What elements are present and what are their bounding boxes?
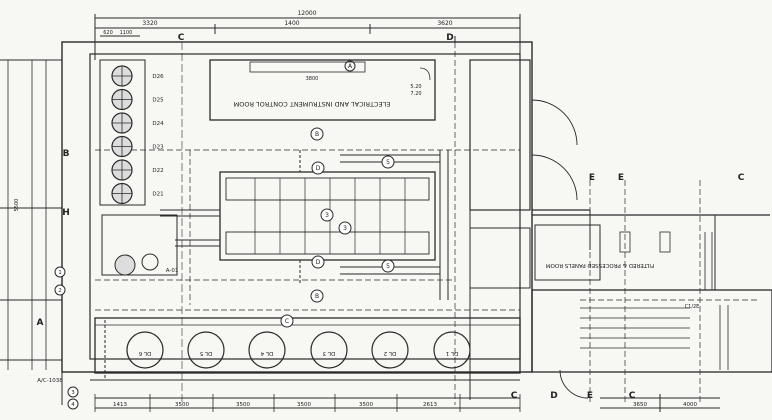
- transformer-tag: D22: [152, 168, 163, 174]
- bay-tag-circle: [310, 289, 324, 303]
- reactor-tag-circle: [320, 208, 334, 222]
- bay-tag: D: [316, 165, 321, 172]
- bay-tag-circle: [311, 255, 325, 269]
- grid-label: B: [63, 149, 70, 159]
- bay-tag-circle: [310, 127, 324, 141]
- auxiliary-equipment: [101, 214, 178, 276]
- cell-tag: DL 3: [322, 350, 335, 356]
- transformer-tag: D23: [152, 145, 164, 151]
- dimension-bottom: 3500: [175, 402, 189, 408]
- room-level: 5.20: [410, 84, 421, 90]
- cell-tank: [371, 331, 409, 369]
- cell-tag: DL 5: [199, 350, 212, 356]
- dimension-segment: 3320: [142, 20, 157, 27]
- reactor-tag: 3: [343, 225, 347, 232]
- bay-tag: B: [315, 293, 319, 300]
- bay-tag-circle: [311, 161, 325, 175]
- grid-label: E: [587, 391, 593, 401]
- bay-tag: 5: [386, 159, 390, 166]
- grid-number: 3: [71, 390, 75, 396]
- cell-tank: [126, 331, 164, 369]
- auxiliary-transformer: [114, 254, 136, 276]
- grid-label: C: [511, 391, 518, 401]
- grid-bubble: [54, 266, 66, 278]
- bay-tag-circle: [381, 259, 395, 273]
- bay-tag: 5: [386, 263, 390, 270]
- bay-tag-circle: [280, 314, 294, 328]
- reactor-tag-circle: [338, 221, 352, 235]
- transformer-tag: D21: [152, 192, 163, 198]
- cell-tank: [310, 331, 348, 369]
- dimension-bottom: 1413: [113, 402, 127, 408]
- reactor-tag: 3: [325, 212, 329, 219]
- grid-number: 1: [58, 270, 62, 276]
- grid-label: C: [178, 33, 185, 43]
- dimension-segment: 3620: [437, 20, 452, 27]
- grid-bubble: [54, 284, 66, 296]
- cell-tank: [187, 331, 225, 369]
- grid-bubble: [67, 386, 79, 398]
- bay-tag: B: [315, 131, 319, 138]
- control-room-dimension: 3800: [306, 76, 319, 82]
- transformer-tag: D24: [152, 121, 164, 127]
- grid-label: C: [629, 391, 636, 401]
- room-level: 7.20: [410, 91, 421, 97]
- cell-tank: [248, 331, 286, 369]
- dimension-bottom: 3500: [236, 402, 250, 408]
- grid-label: A: [37, 318, 44, 328]
- grid-label: C: [738, 173, 745, 183]
- cell-tag: DL 6: [138, 350, 151, 356]
- building-outline: [61, 41, 533, 373]
- grid-number: 4: [71, 402, 75, 408]
- dimension-segment: 1400: [284, 20, 299, 27]
- room-tag-circle: [344, 60, 356, 72]
- bay-tag-circle: [381, 155, 395, 169]
- transformer-tag: D26: [152, 74, 164, 80]
- left-note: A/C-1038: [37, 378, 63, 384]
- control-room: [209, 59, 436, 121]
- dimension-bottom: 3500: [359, 402, 373, 408]
- corner-label: A-01: [166, 268, 179, 274]
- cell-tag: DL 4: [260, 350, 273, 356]
- grid-label: D: [550, 391, 557, 401]
- cell-tank: [433, 331, 471, 369]
- grid-label: E: [589, 173, 595, 183]
- panels-room-label: FILTERED & PROCESSED PANELS ROOM: [546, 262, 655, 268]
- grid-label: D: [446, 33, 453, 43]
- transformer-tag: D25: [152, 98, 164, 104]
- grid-label: E: [618, 173, 624, 183]
- grid-label: H: [62, 208, 70, 218]
- side-dimension: 5500: [14, 199, 20, 212]
- cell-tag: DL 2: [384, 350, 397, 356]
- cell-tag: DL 1: [446, 350, 459, 356]
- room-tag: A: [348, 63, 353, 70]
- panels-room: [531, 289, 772, 373]
- cell-bay: [94, 317, 521, 374]
- bay-tag: C: [285, 318, 289, 325]
- dimension-small: 620: [103, 30, 113, 36]
- dimension-bottom-right: 4000: [683, 402, 697, 408]
- grid-number: 2: [58, 288, 62, 294]
- grid-bubble: [67, 398, 79, 410]
- dimension-bottom-right: 3650: [633, 402, 647, 408]
- dimension-overall: 12000: [297, 10, 316, 17]
- bay-tag: D: [316, 259, 321, 266]
- dimension-bottom: 2613: [423, 402, 437, 408]
- dimension-bottom: 3500: [297, 402, 311, 408]
- dimension-small: 1100: [120, 30, 133, 36]
- control-room-label: ELECTRICAL AND INSTRUMENT CONTROL ROOM: [234, 100, 391, 108]
- panels-room-mark: C1/2E: [685, 304, 700, 310]
